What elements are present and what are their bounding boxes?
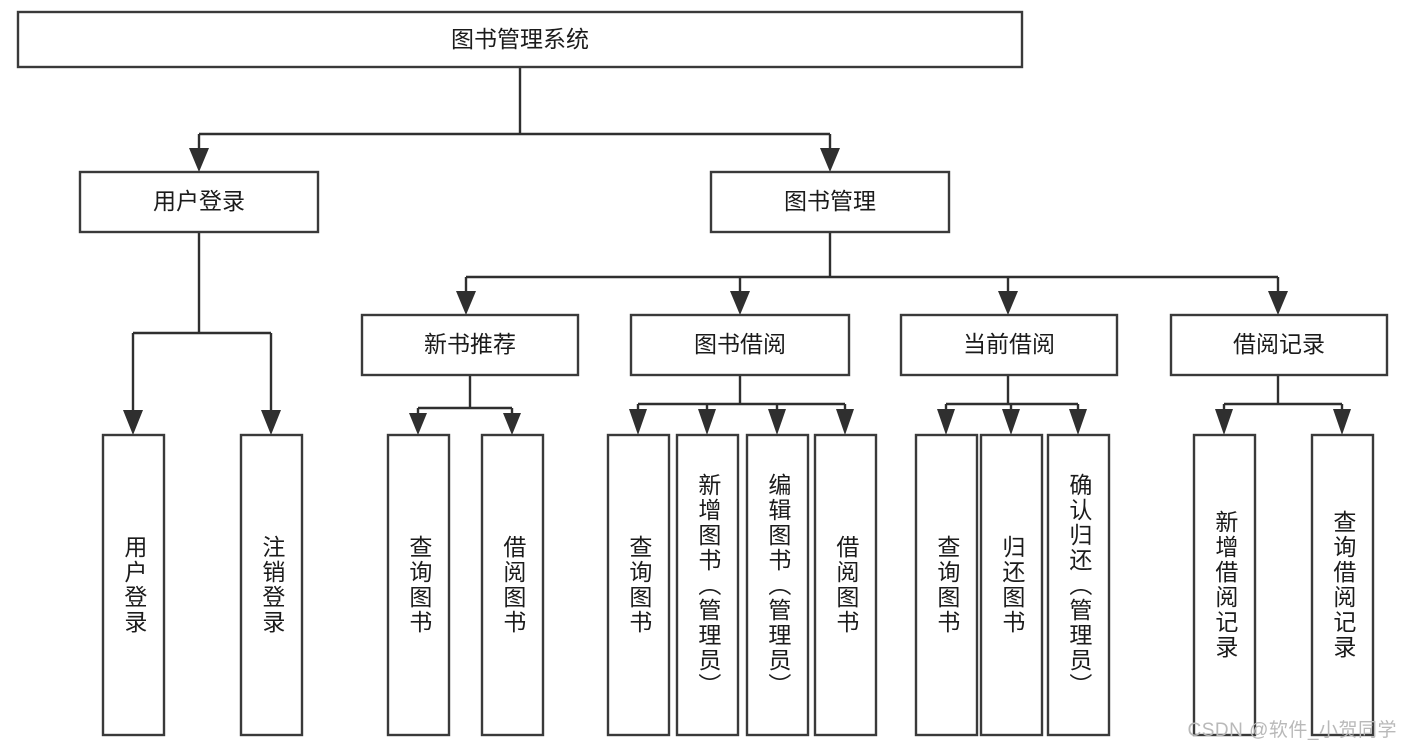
node-layer: 图书管理系统 用户登录 图书管理 新书推荐 图书借阅 当前借阅 借阅记录 xyxy=(16,10,1389,737)
arrowhead-icon xyxy=(998,291,1018,315)
leaf-box-return-book[interactable] xyxy=(979,433,1044,737)
node-borrow-record-label: 借阅记录 xyxy=(1233,331,1325,357)
arrowhead-icon xyxy=(1333,409,1351,435)
leaf-box-edit-book[interactable] xyxy=(745,433,810,737)
arrowhead-icon xyxy=(836,409,854,435)
arrowhead-icon xyxy=(1069,409,1087,435)
node-borrow-record[interactable] xyxy=(1169,313,1389,377)
leaf-box-query-book-3[interactable] xyxy=(914,433,979,737)
node-book-manage-label: 图书管理 xyxy=(784,188,876,214)
node-user-login[interactable] xyxy=(78,170,320,234)
leaf-box-borrow-book-2[interactable] xyxy=(813,433,878,737)
node-new-book-recommend-label: 新书推荐 xyxy=(424,331,516,357)
arrowhead-icon xyxy=(456,291,476,315)
leaf-box-user-login[interactable] xyxy=(101,433,166,737)
arrowhead-layer xyxy=(123,148,1351,435)
arrowhead-icon xyxy=(768,409,786,435)
node-current-borrow[interactable] xyxy=(899,313,1119,377)
node-book-borrow[interactable] xyxy=(629,313,851,377)
connector-layer xyxy=(131,67,1344,413)
arrowhead-icon xyxy=(1268,291,1288,315)
leaf-box-query-record[interactable] xyxy=(1310,433,1375,737)
leaf-box-query-book-2[interactable] xyxy=(606,433,671,737)
arrowhead-icon xyxy=(820,148,840,172)
arrowhead-icon xyxy=(123,410,143,435)
node-root[interactable] xyxy=(16,10,1024,69)
arrowhead-icon xyxy=(1215,409,1233,435)
arrowhead-icon xyxy=(189,148,209,172)
arrowhead-icon xyxy=(730,291,750,315)
arrowhead-icon xyxy=(698,409,716,435)
arrowhead-icon xyxy=(409,413,427,435)
leaf-box-user-logout[interactable] xyxy=(239,433,304,737)
node-book-borrow-label: 图书借阅 xyxy=(694,331,786,357)
node-new-book-recommend[interactable] xyxy=(360,313,580,377)
leaf-box-query-book-1[interactable] xyxy=(386,433,451,737)
node-book-manage[interactable] xyxy=(709,170,951,234)
arrowhead-icon xyxy=(261,410,281,435)
watermark-text: CSDN @软件_小贺同学 xyxy=(1187,720,1397,741)
leaf-box-add-book[interactable] xyxy=(675,433,740,737)
node-root-label: 图书管理系统 xyxy=(451,26,589,52)
arrowhead-icon xyxy=(937,409,955,435)
leaf-box-borrow-book-1[interactable] xyxy=(480,433,545,737)
leaf-box-add-record[interactable] xyxy=(1192,433,1257,737)
node-user-login-label: 用户登录 xyxy=(153,188,245,214)
node-current-borrow-label: 当前借阅 xyxy=(963,331,1055,357)
arrowhead-icon xyxy=(503,413,521,435)
arrowhead-icon xyxy=(629,409,647,435)
arrowhead-icon xyxy=(1002,409,1020,435)
leaf-box-confirm-return[interactable] xyxy=(1046,433,1111,737)
